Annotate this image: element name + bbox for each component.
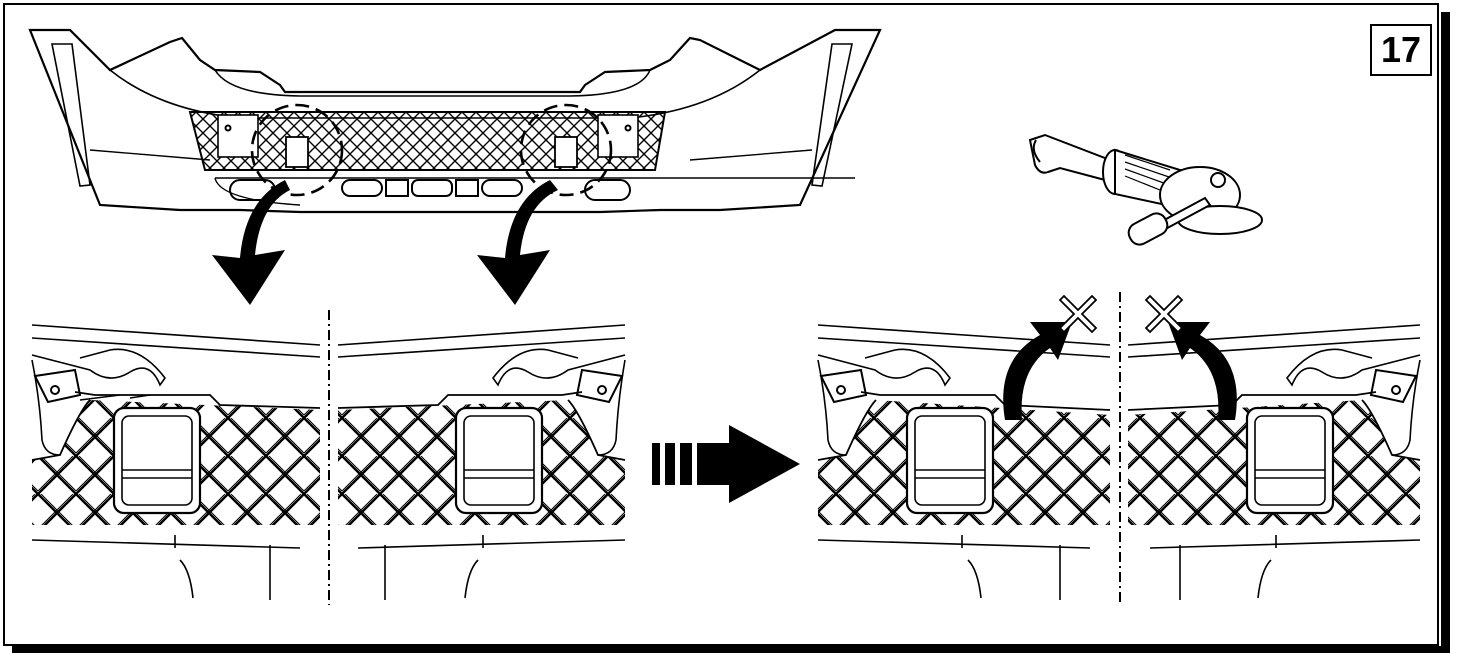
cross-mark-icon-2: [1144, 294, 1184, 334]
cross-mark-icon: [1058, 294, 1098, 334]
rear-bumper-overview: [28, 28, 882, 214]
curved-arrow-up-left: [1003, 322, 1072, 420]
frame-shadow-bottom: [12, 646, 1450, 653]
detail-before-left: [31, 324, 321, 600]
detail-arrows: [212, 180, 558, 305]
removal-arrows: [1003, 322, 1237, 420]
step-number-badge: 17: [1370, 24, 1432, 76]
detail-before-right: [337, 324, 626, 600]
detail-after-left: [817, 324, 1111, 600]
curved-arrow-right: [477, 180, 558, 305]
detail-after-right: [1127, 324, 1421, 600]
dashed-arrow-icon: [652, 425, 800, 503]
curved-arrow-left: [212, 180, 290, 305]
detail-before: [31, 310, 626, 605]
detail-after: [817, 292, 1421, 605]
frame-shadow-right: [1441, 12, 1450, 653]
curved-arrow-up-right: [1168, 322, 1237, 420]
angle-grinder-icon: [1028, 133, 1263, 246]
